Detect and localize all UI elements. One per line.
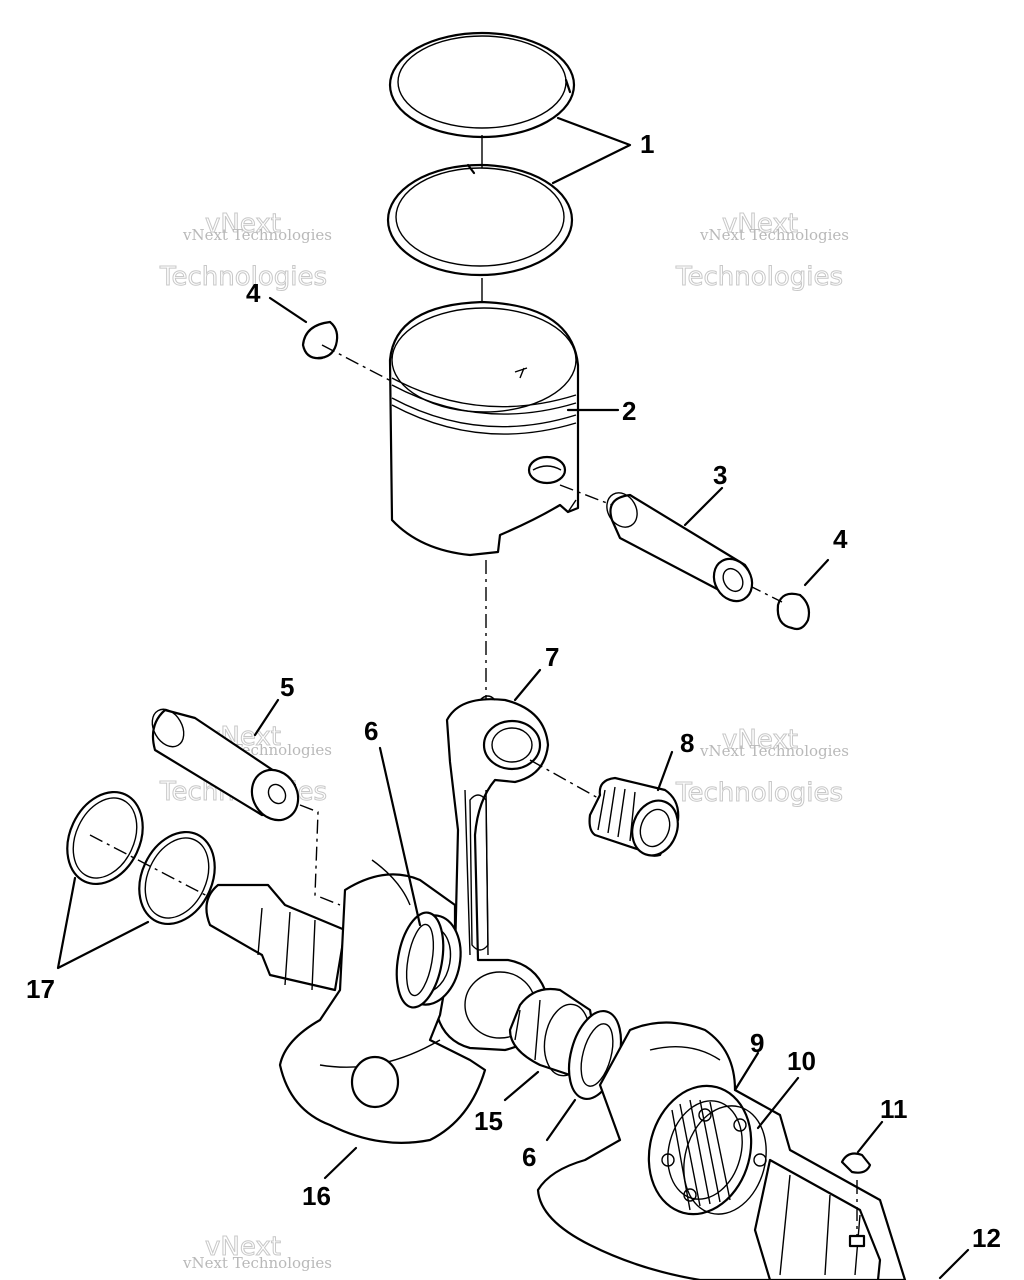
svg-text:Technologies: Technologies <box>159 262 327 292</box>
connecting-rod <box>433 695 550 1052</box>
callout-8: 8 <box>680 728 694 758</box>
svg-text:vNext Technologies: vNext Technologies <box>182 1254 332 1272</box>
callout-1: 1 <box>640 129 654 159</box>
needle-bearing <box>588 776 680 857</box>
callout-16: 16 <box>302 1181 331 1211</box>
thrust-washer-left <box>395 911 445 1009</box>
piston-ring-upper <box>388 31 576 139</box>
circlip-left <box>301 320 339 360</box>
piston <box>388 300 580 557</box>
callout-4-right: 4 <box>833 524 848 554</box>
callout-7: 7 <box>545 642 559 672</box>
svg-text:vNext: vNext <box>722 725 798 755</box>
crank-pin <box>151 708 300 822</box>
callout-12: 12 <box>972 1223 1001 1253</box>
piston-ring-lower <box>386 163 574 277</box>
crankshaft-seal <box>647 1084 753 1216</box>
callout-4-left: 4 <box>246 278 261 308</box>
svg-text:vNext Technologies: vNext Technologies <box>699 742 849 760</box>
callout-6-left: 6 <box>364 716 378 746</box>
svg-text:vNext Technologies: vNext Technologies <box>699 226 849 244</box>
svg-text:vNext: vNext <box>205 1232 281 1262</box>
crankshaft-left <box>205 859 487 1144</box>
callout-10: 10 <box>787 1046 816 1076</box>
watermark-top-left: vNext vNext Technologies Technologies <box>159 209 333 293</box>
callout-2: 2 <box>622 396 636 426</box>
callout-labels: 1 2 3 4 4 5 6 7 8 17 9 10 15 6 11 16 12 <box>26 129 1001 1253</box>
svg-text:Technologies: Technologies <box>675 778 843 808</box>
svg-text:vNext: vNext <box>722 209 798 239</box>
watermark-middle-right: vNext vNext Technologies Technologies <box>675 725 850 809</box>
callout-6-right: 6 <box>522 1142 536 1172</box>
watermark-bottom-left: vNext vNext Technologies <box>182 1232 332 1273</box>
callout-15: 15 <box>474 1106 503 1136</box>
callout-11: 11 <box>880 1094 908 1124</box>
callout-3: 3 <box>713 460 727 490</box>
callout-17: 17 <box>26 974 55 1004</box>
callout-5: 5 <box>280 672 294 702</box>
woodruff-key <box>840 1152 872 1174</box>
svg-text:vNext: vNext <box>205 209 281 239</box>
watermark-top-right: vNext vNext Technologies Technologies <box>675 209 850 293</box>
svg-text:vNext Technologies: vNext Technologies <box>182 226 332 244</box>
svg-text:Technologies: Technologies <box>675 262 843 292</box>
piston-pin <box>606 492 754 603</box>
crankshaft-right <box>536 1021 907 1280</box>
callout-9: 9 <box>750 1028 764 1058</box>
circlip-right <box>776 592 811 631</box>
